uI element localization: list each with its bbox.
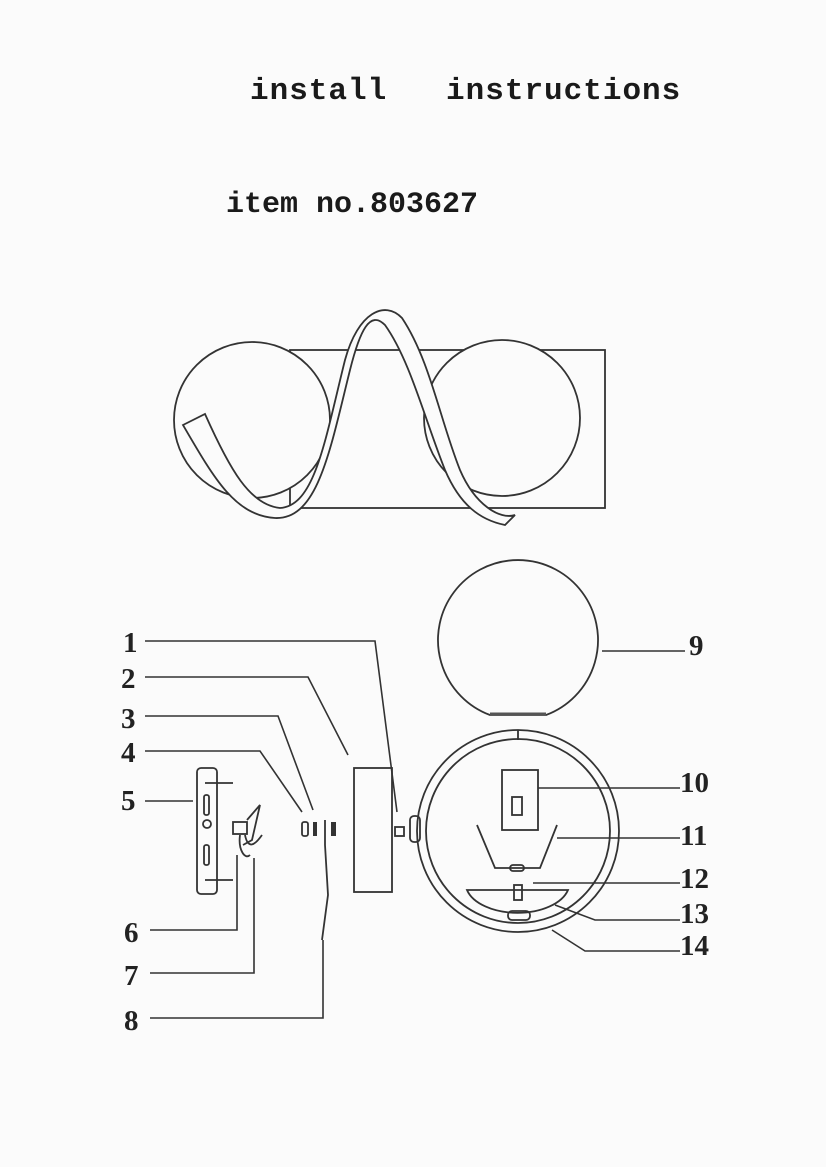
part-mounting-bracket-5 <box>196 767 233 895</box>
lamp-holder-10 <box>501 769 539 831</box>
part-screws-3-4 <box>301 820 336 845</box>
callout-3: 3 <box>121 703 136 735</box>
part-rod-8 <box>321 844 329 941</box>
callout-14: 14 <box>680 930 709 962</box>
callout-11: 11 <box>680 820 707 852</box>
callout-5: 5 <box>121 785 136 817</box>
leader-lines <box>145 640 685 1019</box>
part-globe-9 <box>437 559 599 716</box>
callout-8: 8 <box>124 1005 139 1037</box>
callout-7: 7 <box>124 960 139 992</box>
callout-10: 10 <box>680 767 709 799</box>
part-12 <box>513 884 523 901</box>
bracket-11 <box>476 824 558 869</box>
part-plate-2 <box>353 767 393 893</box>
part-nut-1 <box>394 826 405 837</box>
callout-12: 12 <box>680 863 709 895</box>
canopy-13 <box>465 889 570 914</box>
part-ring-frame <box>409 729 620 933</box>
callout-1: 1 <box>123 627 138 659</box>
callout-2: 2 <box>121 663 136 695</box>
callout-13: 13 <box>680 898 709 930</box>
callout-9: 9 <box>689 630 704 662</box>
document-title: install instructions <box>250 74 682 109</box>
right-globe <box>423 339 581 497</box>
callout-6: 6 <box>124 917 139 949</box>
callout-4: 4 <box>121 737 136 769</box>
item-number: item no.803627 <box>226 188 479 222</box>
assembled-lamp-illustration <box>173 309 606 526</box>
part-wires-6-7 <box>232 804 263 858</box>
